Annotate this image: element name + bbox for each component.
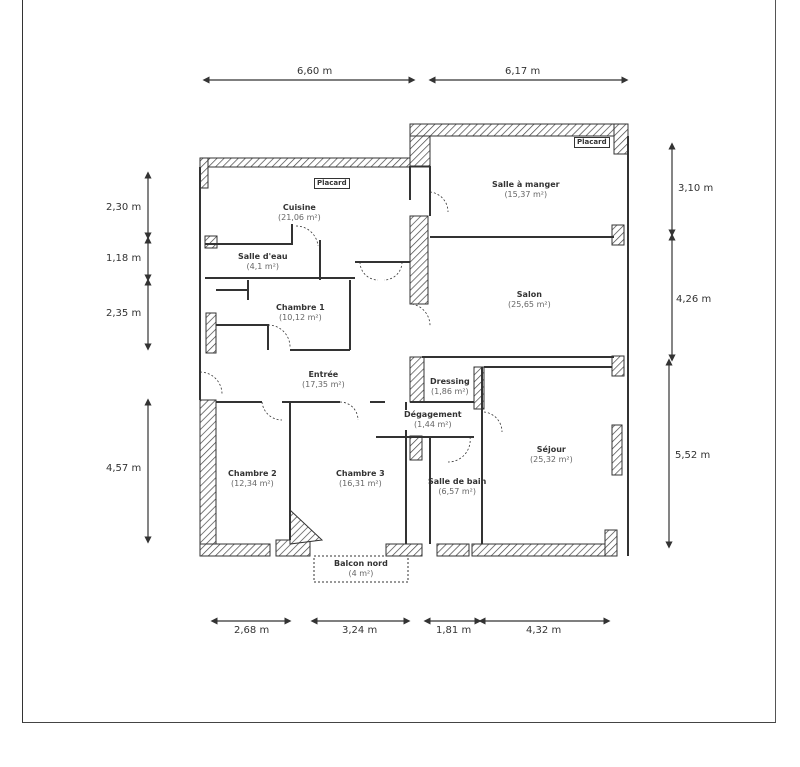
room-area: (6,57 m²) — [438, 487, 476, 496]
room-salle-de-bain: Salle de bain (6,57 m²) — [428, 477, 486, 497]
room-name: Salon — [516, 290, 542, 299]
room-name: Chambre 2 — [228, 469, 277, 478]
room-area: (25,65 m²) — [508, 300, 551, 309]
room-area: (1,44 m²) — [414, 420, 452, 429]
room-salle-d-eau: Salle d'eau (4,1 m²) — [238, 252, 288, 272]
dimension-top-1: 6,60 m — [297, 66, 333, 77]
dimension-bottom-4: 4,32 m — [526, 625, 562, 636]
room-entree: Entrée (17,35 m²) — [302, 370, 345, 390]
room-balcon-nord: Balcon nord (4 m²) — [334, 559, 388, 579]
room-area: (25,32 m²) — [530, 455, 573, 464]
hatched-corner — [289, 508, 324, 545]
closet-label-salle-a-manger: Placard — [574, 137, 610, 148]
dimension-left-1: 2,30 m — [106, 202, 142, 213]
dimension-left-2: 1,18 m — [106, 253, 142, 264]
room-name: Salle à manger — [492, 180, 560, 189]
room-area: (15,37 m²) — [504, 190, 548, 199]
room-area: (10,12 m²) — [279, 313, 322, 322]
room-area: (21,06 m²) — [278, 213, 321, 222]
room-chambre-3: Chambre 3 (16,31 m²) — [336, 469, 385, 489]
door-swings — [199, 191, 503, 463]
dimension-left-4: 4,57 m — [106, 463, 142, 474]
room-sejour: Séjour (25,32 m²) — [530, 445, 573, 465]
room-area: (1,86 m²) — [431, 387, 469, 396]
room-name: Chambre 3 — [336, 469, 385, 478]
room-name: Cuisine — [282, 203, 316, 212]
room-dressing: Dressing (1,86 m²) — [430, 377, 470, 397]
room-cuisine: Cuisine (21,06 m²) — [278, 203, 321, 223]
room-area: (12,34 m²) — [231, 479, 274, 488]
dimension-bottom-3: 1,81 m — [436, 625, 472, 636]
dimension-right-1: 3,10 m — [678, 183, 714, 194]
interior-walls — [199, 136, 629, 556]
exterior-walls — [199, 123, 629, 557]
dimension-bottom-1: 2,68 m — [234, 625, 270, 636]
room-name: Séjour — [536, 445, 566, 454]
room-name: Entrée — [308, 370, 339, 379]
room-area: (4 m²) — [348, 569, 374, 578]
dimension-left-3: 2,35 m — [106, 308, 142, 319]
dimension-right-3: 5,52 m — [675, 450, 711, 461]
room-name: Dressing — [430, 377, 470, 386]
room-name: Dégagement — [404, 410, 462, 419]
closet-label-cuisine: Placard — [314, 178, 350, 189]
room-area: (4,1 m²) — [246, 262, 280, 271]
room-area: (17,35 m²) — [302, 380, 345, 389]
room-salle-a-manger: Salle à manger (15,37 m²) — [492, 180, 560, 200]
room-name: Chambre 1 — [276, 303, 325, 312]
room-name: Salle de bain — [428, 477, 487, 486]
dimension-lines-right — [665, 142, 676, 549]
room-chambre-1: Chambre 1 (10,12 m²) — [276, 303, 325, 323]
page-frame — [22, 0, 776, 723]
dimension-bottom-2: 3,24 m — [342, 625, 378, 636]
room-name: Salle d'eau — [238, 252, 288, 261]
room-name: Balcon nord — [334, 559, 388, 568]
room-salon: Salon (25,65 m²) — [508, 290, 551, 310]
room-area: (16,31 m²) — [339, 479, 382, 488]
dimension-top-2: 6,17 m — [505, 66, 541, 77]
room-degagement: Dégagement (1,44 m²) — [404, 410, 462, 430]
dimension-right-2: 4,26 m — [676, 294, 712, 305]
room-chambre-2: Chambre 2 (12,34 m²) — [228, 469, 277, 489]
